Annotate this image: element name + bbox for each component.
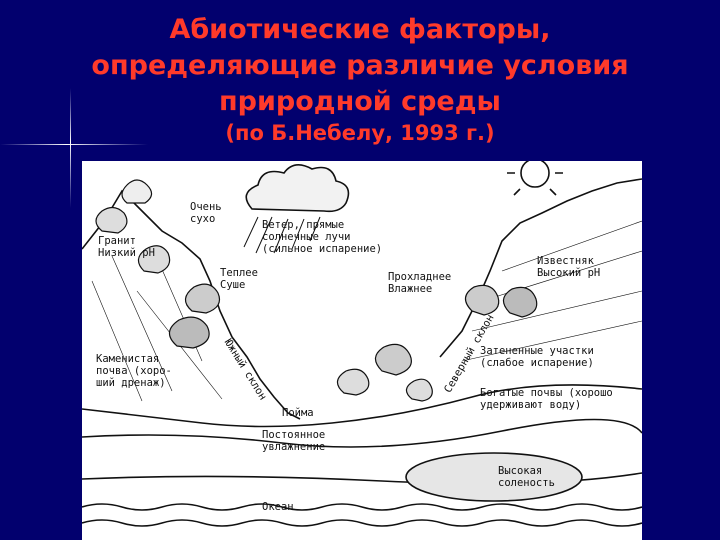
label-wind-sun: Ветер, прямые солнечные лучи (сильное ис…	[262, 219, 383, 255]
label-granite-low-ph: Гранит Низкий pH	[98, 235, 155, 259]
label-high-salinity: Высокая соленость	[498, 465, 555, 489]
title-line-3: природной среды	[219, 86, 501, 117]
label-stony-soil: Каменистая почва (хоро- ший дренаж)	[96, 353, 172, 389]
sun-drawing	[507, 161, 563, 196]
label-limestone-high-ph: Известняк Высокий pH	[537, 255, 601, 279]
sparkle-decoration-vertical	[70, 88, 71, 208]
title-line-1: Абиотические факторы,	[169, 14, 551, 45]
right-hill-trees	[464, 284, 538, 318]
label-constant-moisture: Постоянное увлажнение	[262, 429, 326, 453]
left-hill-trees	[95, 179, 221, 349]
landscape-drawing	[82, 161, 642, 527]
slide-subtitle: (по Б.Небелу, 1993 г.)	[225, 121, 495, 145]
cloud-drawing	[245, 164, 350, 213]
slide-title: Абиотические факторы, определяющие разли…	[60, 12, 660, 120]
valley-ground	[82, 384, 642, 428]
label-very-dry: Очень сухо	[190, 201, 222, 225]
ocean-waves	[82, 503, 642, 511]
label-floodplain: Пойма	[282, 407, 314, 419]
sparkle-decoration-horizontal	[0, 144, 148, 145]
label-shaded-areas: Затененные участки (слабое испарение)	[480, 345, 594, 369]
landscape-figure: Очень сухо Ветер, прямые солнечные лучи …	[82, 161, 642, 540]
label-cooler-wetter: Прохладнее Влажнее	[388, 271, 452, 295]
label-warmer-drier: Теплее Суше	[220, 267, 258, 291]
valley-trees	[336, 343, 433, 402]
label-ocean: Океан	[262, 501, 294, 513]
title-line-2: определяющие различие условия	[91, 50, 629, 81]
salt-lake	[405, 452, 583, 502]
label-rich-soils: Богатые почвы (хорошо удерживают воду)	[480, 387, 613, 411]
